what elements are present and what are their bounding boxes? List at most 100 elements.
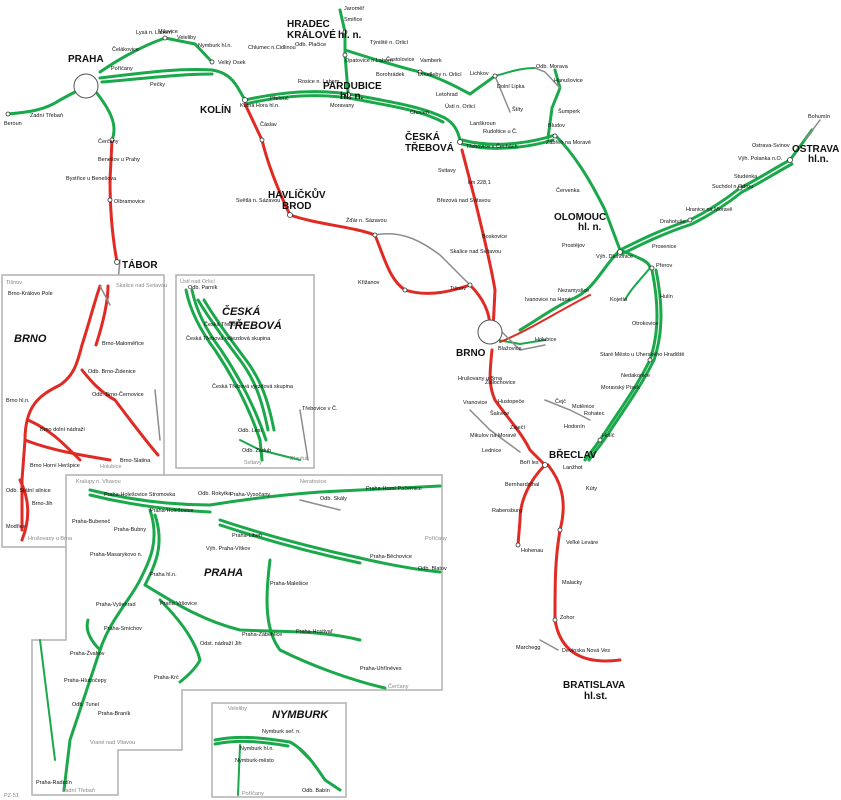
station-label-porican: Poříčany [242, 791, 264, 797]
station-label-zadu: Odb. Zádub [242, 448, 271, 454]
station-label-odbabin: Odb. Babín [302, 788, 330, 794]
station-label-blazovice: Blažovice [498, 346, 522, 352]
station-label-olbramovice: Olbramovice [114, 199, 145, 205]
praha-inset-lines [39, 484, 442, 792]
station-label-lanzhot: Lanžhot [563, 465, 583, 471]
station-label-zdar: Žďár n. Sázavou [346, 216, 387, 224]
city-brno: BRNO [456, 348, 486, 359]
station-label-celakovice: Čelákovice [112, 46, 139, 53]
station-label-pecky: Pečky [150, 82, 165, 88]
station-label-cervenka: Červenka [556, 187, 580, 194]
station-label-tynist: Týniště n. Orlicí [370, 40, 409, 46]
city-tabor: TÁBOR [122, 258, 158, 271]
station-label-rabensburg: Rabensburg [492, 508, 522, 514]
station-label-dolnilipka: Dolní Lipka [497, 84, 525, 90]
city-hradec-2: KRÁLOVÉ [287, 28, 336, 41]
station-label-vitkov: Výh. Praha-Vítkov [206, 546, 251, 552]
station-label-staremesto: Staré Město u Uherského Hradiště [600, 352, 684, 358]
station-label-nymseradpos: Nymburk seř. n. [262, 729, 301, 735]
station-label-velkyosek: Velký Osek [218, 60, 246, 66]
station-label-bystrice: Bystřice u Benešova [66, 176, 117, 182]
station-label-kuty: Kúty [586, 486, 597, 492]
station-label-cercany: Čerčany [98, 138, 119, 145]
station-label-prosenice: Prosenice [652, 244, 676, 250]
city-ceska-1: ČESKÁ [405, 130, 440, 143]
station-label-placice: Odb. Plačice [295, 42, 326, 48]
station-label-vysocany: Praha-Vysočany [230, 492, 270, 498]
station-label-hulin: Hulín [660, 294, 673, 300]
city-ostrava-2: hl.n. [808, 154, 829, 165]
station-label-stity: Štíty [512, 106, 523, 113]
city-bratislava-1: BRATISLAVA [563, 680, 625, 691]
station-label-krizanov: Křižanov [358, 280, 380, 286]
station-label-tisnov: Tišnov [6, 280, 22, 286]
station-label-ostravasvinov: Ostrava-Svinov [752, 143, 790, 149]
station-label-vranovice: Vranovice [463, 400, 487, 406]
station-label-horniherspice: Brno Horní Heršpice [30, 463, 80, 469]
ceska-inset-frame [175, 274, 315, 469]
ceska-inset-title-1: ČESKÁ [222, 305, 261, 318]
station-label-porican: Poříčany [425, 536, 447, 542]
station-label-holic: Holíč [602, 433, 615, 439]
station-label-prerov: Přerov [656, 263, 672, 269]
city-olomouc-1: OLOMOUC [554, 212, 606, 223]
station-label-mutenice: Mutěnice [572, 404, 594, 410]
station-label-parnik: Odb. Parník [188, 285, 218, 291]
praha-inset-frame [31, 474, 443, 796]
station-label-hrusovany: Hrušovany u Brna [458, 376, 503, 382]
station-label-nedakonice: Nedakonice [621, 373, 650, 379]
station-label-hornipocernice: Praha-Horní Počernice [366, 486, 422, 492]
station-label-bubenec: Praha-Bubeneč [72, 519, 110, 525]
station-label-devinska: Devínska Nová Ves [562, 648, 610, 654]
ceska-inset-title-2: TŘEBOVÁ [228, 319, 282, 332]
nymburk-inset-labels: NYMBURK Veleliby Nymburk seř. n. Nymburk… [228, 706, 330, 797]
city-praha: PRAHA [68, 54, 104, 65]
station-label-opatovice: Opatovice n.Labem [345, 58, 393, 64]
station-label-moravany: Moravany [330, 103, 354, 109]
station-label-ct: Česká Třebová [204, 321, 242, 328]
station-label-hln: Praha hl.n. [150, 572, 177, 578]
station-label-bludov: Bludov [548, 123, 565, 129]
station-label-masarykovo: Praha-Masarykovo n. [90, 552, 143, 558]
station-label-borilest: Boří les [520, 460, 539, 466]
station-label-lanskroun: Lanškroun [470, 121, 496, 127]
station-label-zvahov: Praha-Žvahov [70, 649, 105, 657]
station-label-holesovice: Praha-Holešovice [150, 508, 193, 514]
station-label-holesovstromovka: Praha-Holešovice Stromovka [104, 492, 176, 498]
station-label-zabreh: Zábřeh na Moravě [546, 140, 591, 146]
city-hradec-3: hl. n. [338, 30, 362, 41]
station-label-skalice: Skalice nad Svitavou [450, 249, 501, 255]
praha-inset-title: PRAHA [204, 567, 243, 579]
station-label-boskovice: Boskovice [482, 234, 507, 240]
station-label-branik: Praha-Braník [98, 711, 131, 717]
station-label-jaromer: Jaroměř [344, 6, 364, 12]
station-label-castolovice: Častolovice [386, 56, 414, 63]
brno-hub [477, 319, 503, 345]
station-label-zadni: Zadní Třebaň [62, 788, 95, 794]
station-label-cernovice: Odb. Brno-Černovice [92, 391, 144, 398]
station-label-smichov: Praha-Smíchov [104, 626, 142, 632]
station-label-odstadni: Odst. nádraží Jih [200, 641, 242, 647]
station-label-brezova: Březová nad Svitavou [437, 198, 491, 204]
station-label-neratovice: Neratovice [300, 479, 326, 485]
station-label-dlouha: Dlouhá [290, 456, 308, 462]
station-label-chocen: Choceň [410, 110, 429, 116]
station-label-otrokovice: Otrokovice [632, 321, 658, 327]
station-label-suchdol: Suchdol n.Odrou [712, 184, 753, 190]
brno-inset-title: BRNO [14, 333, 47, 345]
brno-inset-labels: BRNO Tišnov Brno-Královo Pole Skalice na… [6, 280, 167, 542]
station-label-nymhl: Nymburk hl.n. [240, 746, 274, 752]
station-label-rokytka: Odb. Rokytka [198, 491, 232, 497]
map-code: PZ-51 [4, 793, 19, 799]
nymburk-inset-title: NYMBURK [272, 709, 329, 721]
station-label-rudoltice: Rudoltice u Č. [483, 128, 518, 135]
station-label-tisnov: Tišnov [450, 286, 466, 292]
city-bratislava-2: hl.st. [584, 691, 608, 702]
station-label-trebovice: Třebovice v Č. [302, 405, 338, 412]
station-label-marchegg: Marchegg [516, 645, 540, 651]
station-label-liben: Praha-Libeň [232, 533, 262, 539]
station-label-milovice: Milovice [158, 29, 178, 35]
station-label-caslav: Čáslav [260, 121, 277, 128]
nymburk-inset-lines [213, 735, 342, 796]
